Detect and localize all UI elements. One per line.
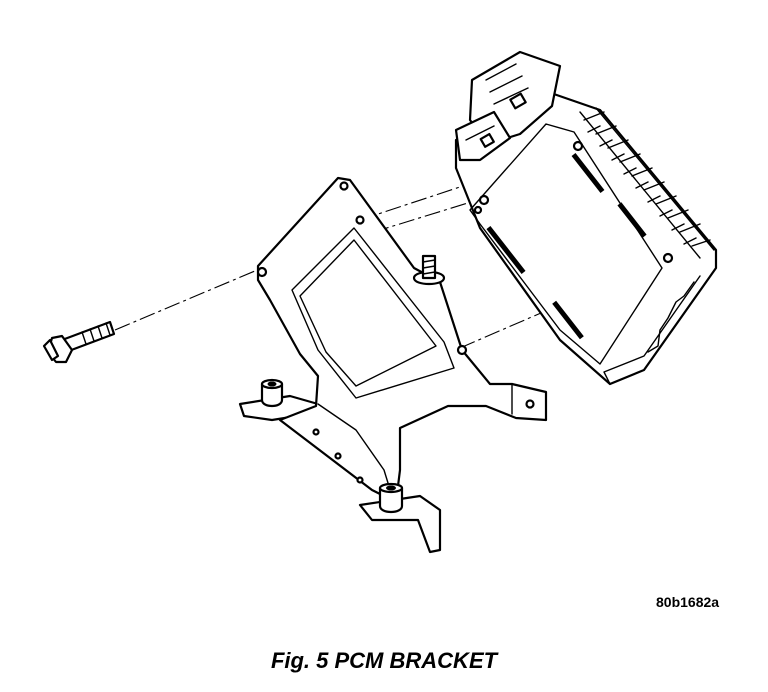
pcm-lower-ribs bbox=[648, 282, 694, 352]
bracket-spacer-right bbox=[380, 484, 402, 512]
pcm-connector bbox=[456, 112, 510, 160]
pcm-connector-ribs bbox=[466, 64, 528, 140]
pcm-mount-hole bbox=[480, 196, 488, 204]
spacer-body bbox=[262, 384, 282, 406]
bracket-edge bbox=[318, 404, 392, 496]
bracket-hole bbox=[336, 454, 341, 459]
bracket-hole bbox=[258, 268, 266, 276]
bracket-hole bbox=[527, 401, 534, 408]
spacer-bore bbox=[387, 486, 396, 490]
bolt-thread bbox=[82, 323, 110, 344]
pcm-module bbox=[456, 52, 716, 384]
bolt-flange bbox=[44, 340, 58, 360]
pcm-mount-hole bbox=[664, 254, 672, 262]
bracket-stud bbox=[414, 256, 444, 284]
stud-thread bbox=[423, 260, 435, 274]
centerline-bolt bbox=[115, 268, 262, 330]
bracket-hole bbox=[357, 217, 364, 224]
reference-number: 80b1682a bbox=[656, 594, 720, 610]
pcm-connector-latch bbox=[481, 134, 494, 147]
bracket-hole bbox=[458, 346, 466, 354]
bracket-rib-inner bbox=[300, 240, 436, 386]
figure-caption: Fig. 5 PCM BRACKET bbox=[270, 648, 498, 673]
pcm-slot bbox=[553, 301, 583, 338]
pcm-face bbox=[470, 124, 662, 364]
pcm-heatsink-fins bbox=[580, 108, 714, 258]
mounting-bolt bbox=[44, 322, 114, 362]
mounting-bracket bbox=[240, 178, 546, 552]
bracket-right-tab bbox=[360, 496, 440, 552]
spacer-body bbox=[380, 488, 402, 512]
pcm-connector-latch bbox=[510, 94, 525, 109]
pcm-mount-hole bbox=[475, 207, 481, 213]
pcm-mount-hole bbox=[574, 142, 582, 150]
bracket-hole bbox=[341, 183, 348, 190]
bracket-hole bbox=[358, 478, 363, 483]
pcm-slot bbox=[487, 227, 525, 274]
pcm-slot bbox=[572, 154, 603, 193]
pcm-slot bbox=[618, 203, 646, 237]
bracket-rib bbox=[292, 228, 454, 398]
pcm-lower-edge bbox=[604, 276, 700, 384]
spacer-bore bbox=[268, 382, 276, 386]
bracket-spacer-left bbox=[262, 380, 282, 406]
bracket-hole bbox=[314, 430, 319, 435]
